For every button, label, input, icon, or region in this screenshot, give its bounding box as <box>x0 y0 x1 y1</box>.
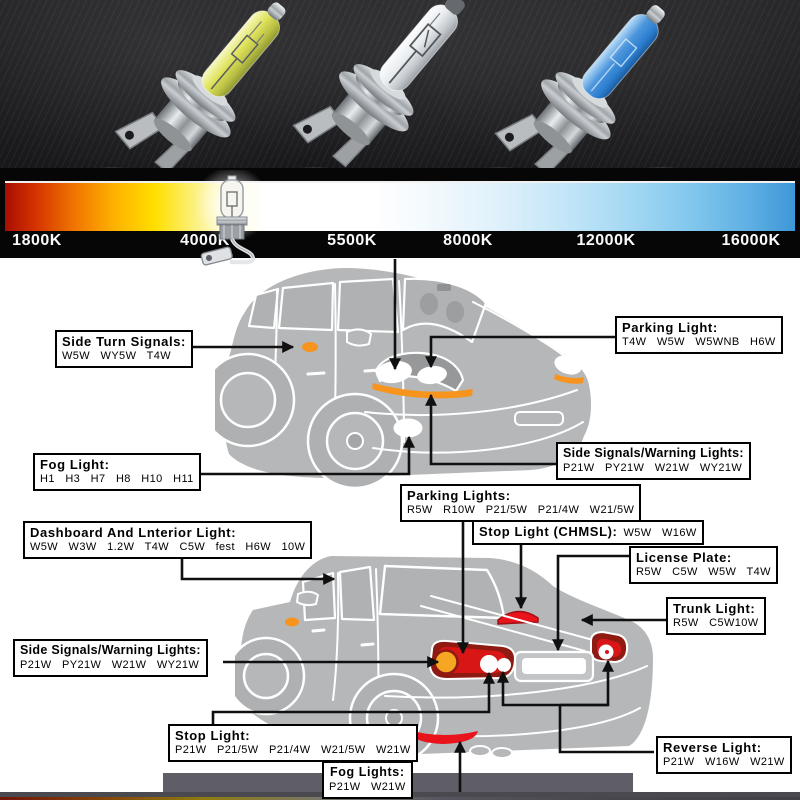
fog-light <box>393 418 423 438</box>
halogen-bulbs-image <box>86 0 800 177</box>
tail-light-cluster <box>429 639 517 680</box>
callout-values: R5W C5W10W <box>673 617 759 629</box>
callout-stop-light-chmsl: Stop Light (CHMSL): W5W W16W <box>472 520 704 545</box>
callout-values: W5W W16W <box>623 527 697 539</box>
tail-light-right <box>590 631 629 663</box>
callout-title: Side Turn Signals: <box>62 334 186 349</box>
callout-title: Trunk Light: <box>673 601 756 616</box>
callout-dashboard-interior: Dashboard And Lnterior Light: W5W W3W 1.… <box>23 521 313 559</box>
stop-light-bulb <box>480 655 498 673</box>
callout-values: P21W W21W <box>329 781 406 793</box>
callout-title: Parking Lights: <box>407 488 511 503</box>
reverse-light-bulb-left <box>497 658 511 672</box>
temperature-gradient-bar <box>5 181 795 231</box>
rear-turn-signal-bulb <box>433 649 459 675</box>
scale-label-12000k: 12000K <box>576 232 636 249</box>
callout-side-turn-signals: Side Turn Signals: W5W WY5W T4W <box>55 330 193 368</box>
callout-values: H1 H3 H7 H8 H10 H11 <box>40 473 194 485</box>
callout-stop-light-rear: Stop Light: P21W P21/5W P21/4W W21/5W W2… <box>168 724 418 762</box>
scale-label-8000k: 8000K <box>443 232 493 249</box>
side-marker-rear-car <box>285 617 299 627</box>
callout-title: Dashboard And Lnterior Light: <box>30 525 237 540</box>
callout-title: Fog Light: <box>40 457 110 472</box>
callout-title: Stop Light (CHMSL): <box>479 524 618 539</box>
callout-parking-light: Parking Light: T4W W5W W5WNB H6W <box>615 316 783 354</box>
callout-values: R5W R10W P21/5W P21/4W W21/5W <box>407 504 635 516</box>
h3-bulb-image <box>194 170 270 266</box>
scale-label-5500k: 5500K <box>327 232 377 249</box>
callout-title: Side Signals/Warning Lights: <box>20 643 201 657</box>
callout-values: P21W P21/5W P21/4W W21/5W W21W <box>175 744 411 756</box>
windshield <box>401 277 488 344</box>
callout-reverse-light: Reverse Light: P21W W16W W21W <box>656 736 792 774</box>
callout-license-plate: License Plate: R5W C5W W5W T4W <box>629 546 778 584</box>
front-car-diagram <box>215 268 592 490</box>
rear-fog-light <box>405 729 478 744</box>
halogen-bulb-blue <box>494 5 665 176</box>
callout-values: W5W W3W 1.2W T4W C5W fest H6W 10W <box>30 541 306 553</box>
callout-values: P21W PY21W W21W WY21W <box>20 659 200 671</box>
halogen-bulb-clear <box>292 0 465 168</box>
far-turn-signal-strip <box>554 374 584 384</box>
callout-title: Stop Light: <box>175 728 251 743</box>
halogen-bulbs-hero <box>0 0 800 179</box>
callout-title: Side Signals/Warning Lights: <box>563 446 744 460</box>
callout-title: Reverse Light: <box>663 740 762 755</box>
callout-side-signals-front: Side Signals/Warning Lights: P21W PY21W … <box>556 442 751 480</box>
scale-label-16000k: 16000K <box>721 232 781 249</box>
callout-fog-lights-rear: Fog Lights: P21W W21W <box>322 761 413 799</box>
callout-title: Fog Lights: <box>329 765 405 779</box>
callout-title: Parking Light: <box>622 320 718 335</box>
headlight-high-beam <box>417 365 447 385</box>
callout-values: P21W W16W W21W <box>663 756 785 768</box>
callout-fog-light-front: Fog Light: H1 H3 H7 H8 H10 H11 <box>33 453 201 491</box>
license-plate-recess <box>513 650 595 683</box>
callout-side-signals-rear: Side Signals/Warning Lights: P21W PY21W … <box>13 639 208 677</box>
callout-values: T4W W5W W5WNB H6W <box>622 336 776 348</box>
callout-values: R5W C5W W5W T4W <box>636 566 771 578</box>
callout-values: P21W PY21W W21W WY21W <box>563 462 743 474</box>
scale-label-1800k: 1800K <box>12 232 62 249</box>
headlight-low-beam <box>376 360 412 384</box>
callout-values: W5W WY5W T4W <box>62 350 172 362</box>
callout-title: License Plate: <box>636 550 732 565</box>
callout-parking-lights-rear: Parking Lights: R5W R10W P21/5W P21/4W W… <box>400 484 642 522</box>
halogen-bulb-yellow <box>114 2 286 174</box>
side-turn-signal-marker <box>302 342 318 352</box>
front-turn-signal-strip <box>372 383 473 399</box>
side-mirror <box>346 328 372 347</box>
color-temperature-scale: 1800K 4000K 5500K 8000K 12000K 16000K <box>0 168 800 258</box>
callout-trunk-light: Trunk Light: R5W C5W10W <box>666 597 766 635</box>
